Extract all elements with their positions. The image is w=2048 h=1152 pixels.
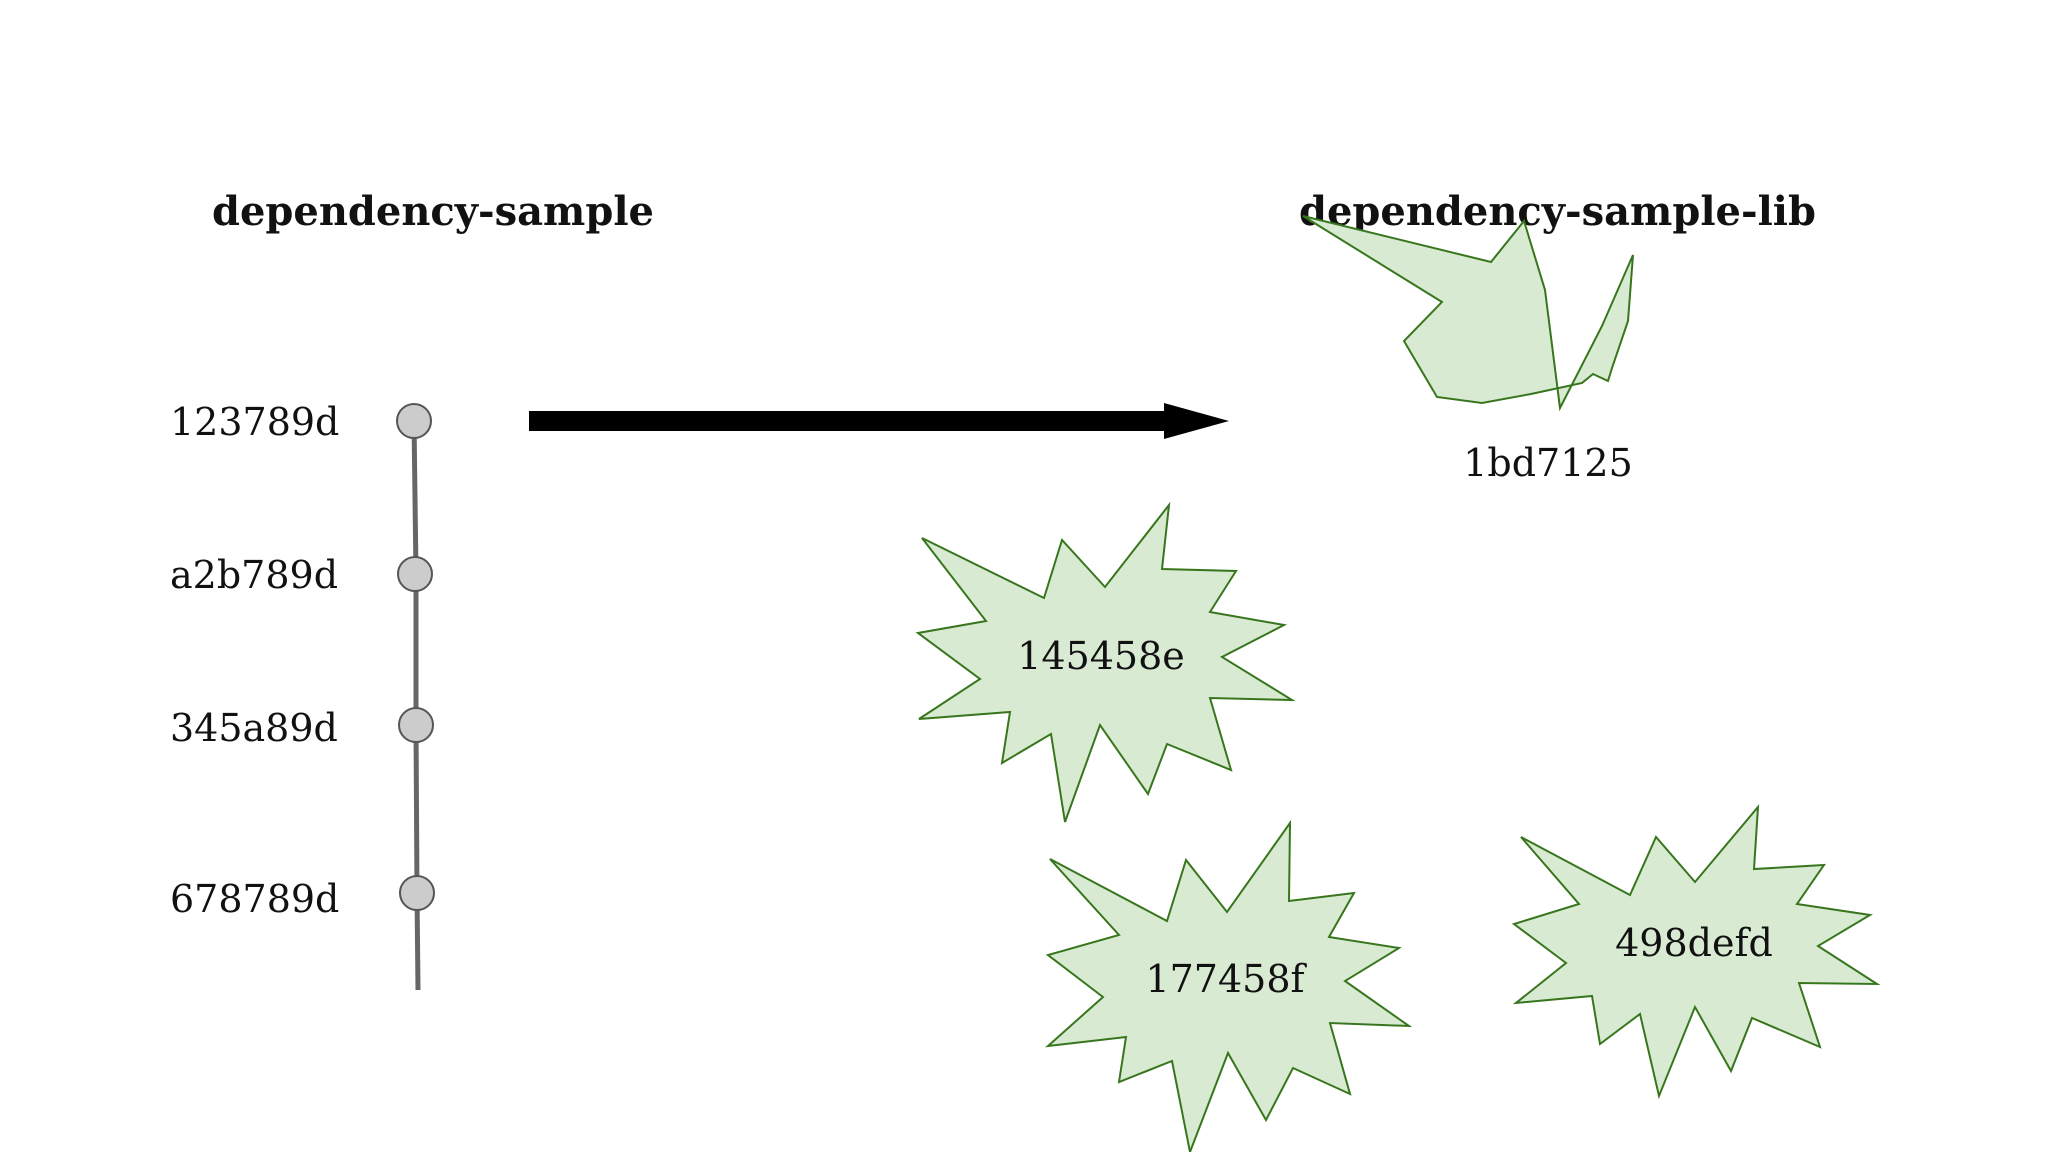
commit-label-3: 345a89d [170, 706, 338, 750]
starburst-shape-2 [915, 501, 1296, 823]
left-repo-title: dependency-sample [212, 188, 654, 235]
starburst-label-4: 498defd [1615, 921, 1773, 965]
arrow-shaft [529, 411, 1169, 431]
dependency-arrow [529, 403, 1229, 439]
starburst-commit-498defd: 498defd [1511, 804, 1881, 1100]
commit-label-4: 678789d [170, 877, 340, 921]
commit-node-2 [397, 556, 433, 592]
starburst-commit-145458e: 145458e [915, 501, 1296, 823]
starburst-commit-1bd7125: 1bd7125 [1302, 215, 1634, 485]
starburst-shape-3 [1044, 819, 1413, 1152]
commit-node-4 [399, 875, 435, 911]
starburst-commit-177458f: 177458f [1044, 819, 1413, 1152]
starburst-shape-4 [1511, 804, 1881, 1100]
starburst-label-1: 1bd7125 [1463, 441, 1633, 485]
commit-node-3 [398, 707, 434, 743]
commit-label-1: 123789d [170, 400, 340, 444]
starburst-shape-1 [1302, 215, 1634, 412]
starburst-label-3: 177458f [1145, 957, 1307, 1001]
commit-node-1 [396, 403, 432, 439]
arrow-head [1164, 403, 1229, 439]
commit-label-2: a2b789d [170, 553, 339, 597]
starburst-label-2: 145458e [1017, 634, 1185, 678]
right-repo-title: dependency-sample-lib [1299, 188, 1816, 235]
